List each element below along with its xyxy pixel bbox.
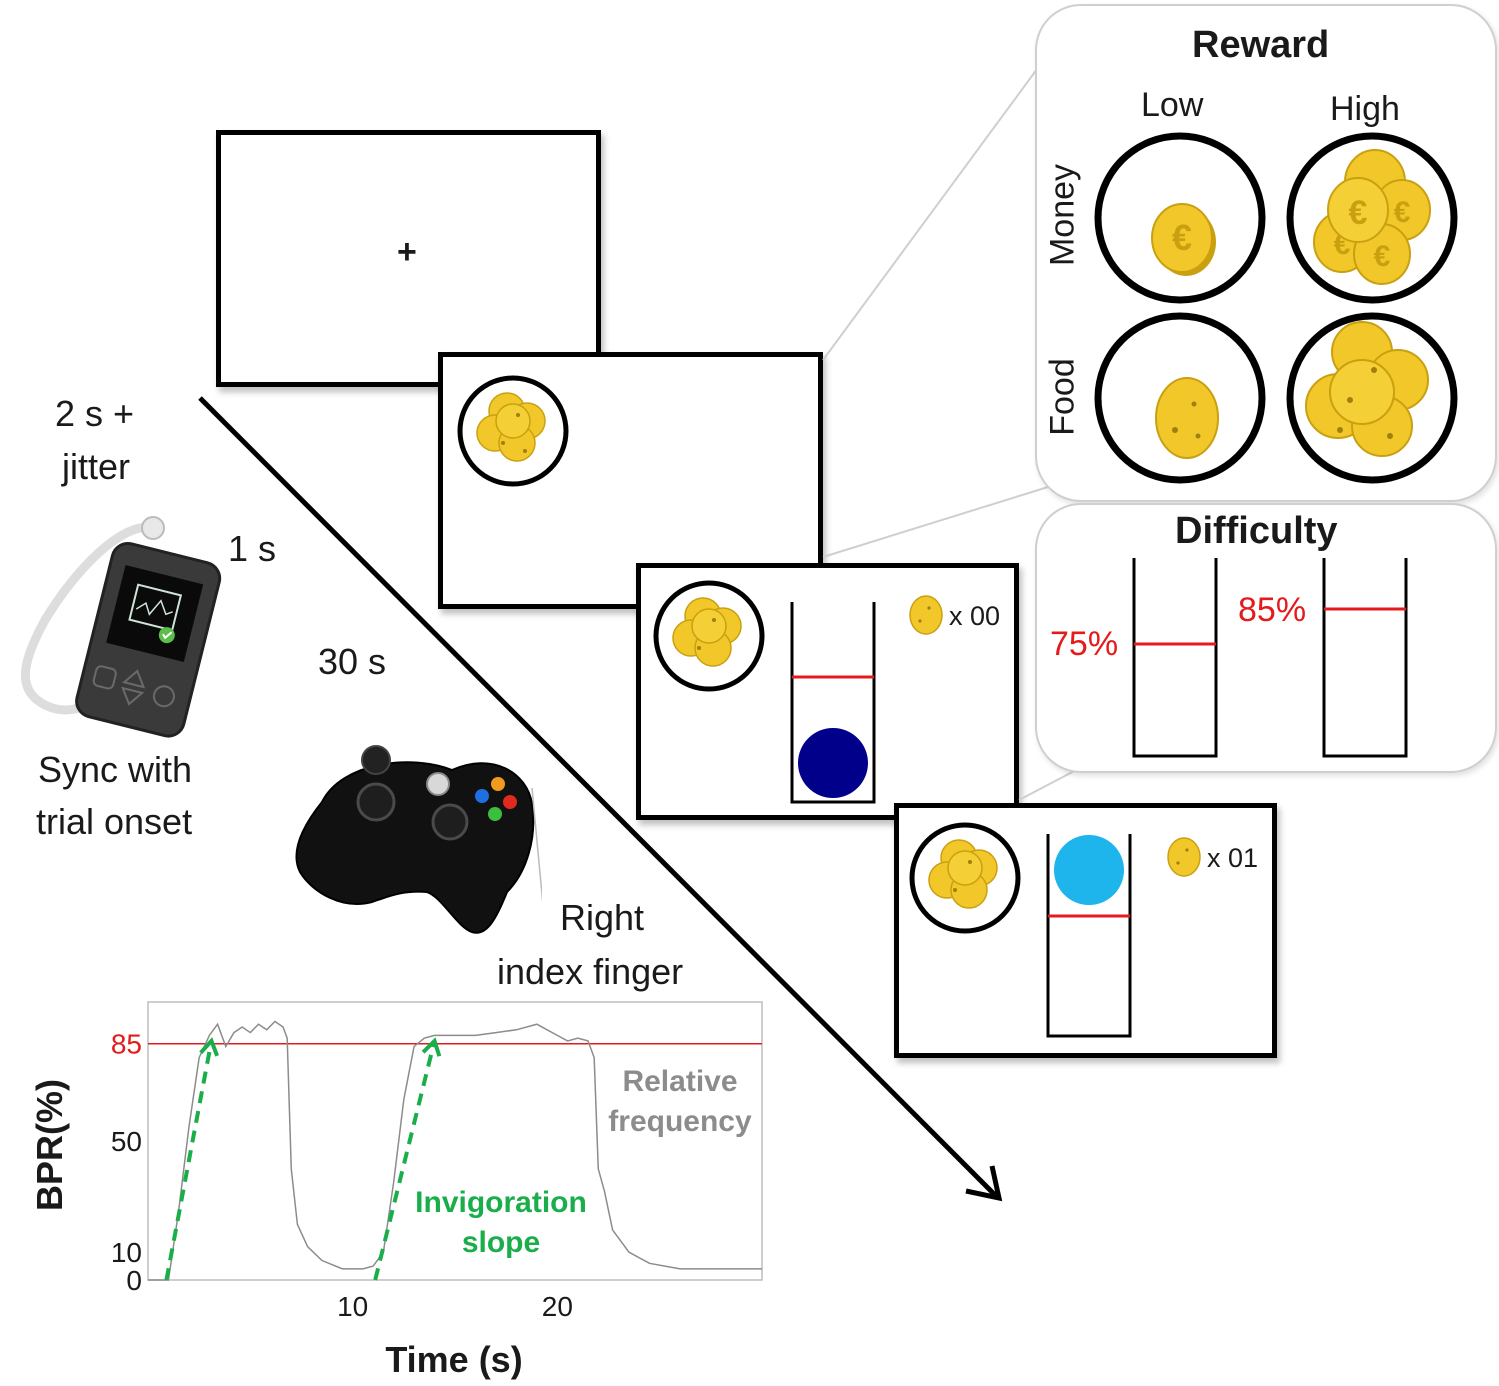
game-controller-icon — [295, 745, 542, 934]
coins-many-icon: € € € € — [1286, 132, 1458, 304]
finger-label-line1: Right — [560, 897, 645, 938]
relative-frequency-label: Relative — [622, 1065, 737, 1098]
cookie-cue-icon — [457, 375, 569, 487]
slope-arrow-line — [373, 1040, 437, 1281]
x-tick-label: 10 — [337, 1291, 368, 1322]
svg-text:€: € — [1349, 194, 1368, 232]
reward-col-low: Low — [1141, 86, 1204, 124]
difficulty-gauges — [1132, 558, 1408, 758]
y-tick-label: 85 — [111, 1029, 142, 1060]
effort-ball — [1054, 835, 1124, 905]
sync-device-icon — [20, 516, 222, 738]
slope-arrow-head — [421, 1037, 442, 1057]
svg-text:€: € — [1172, 217, 1192, 258]
sync-label-line2: trial onset — [36, 801, 193, 842]
effort-gauge — [1046, 834, 1132, 1038]
effort-duration-label: 30 s — [318, 641, 387, 682]
y-tick-label: 0 — [126, 1265, 142, 1296]
effort-screen-start: x 00 — [636, 563, 1019, 820]
fixation-screen: + — [216, 130, 601, 387]
difficulty-level-75: 75% — [1050, 625, 1119, 663]
effort-ball — [798, 728, 868, 798]
y-axis-label: BPR(%) — [29, 1079, 70, 1211]
difficulty-level-85: 85% — [1238, 591, 1307, 629]
reward-counter: x 01 — [1207, 843, 1259, 873]
effort-gauge — [790, 602, 876, 804]
invigoration-arrows — [164, 1037, 442, 1281]
cue-duration-label: 1 s — [228, 528, 277, 569]
bpr-series-line — [148, 1020, 762, 1281]
y-tick-label: 10 — [111, 1237, 142, 1268]
difficulty-panel — [1035, 503, 1497, 773]
cookie-cue-icon — [653, 580, 765, 692]
cookie-single-icon — [1094, 312, 1266, 484]
sync-label-line1: Sync with — [38, 749, 193, 790]
cookie-counter-icon — [1167, 837, 1201, 877]
invigoration-slope-label: Invigoration — [415, 1186, 587, 1219]
chart-series — [148, 1020, 762, 1281]
cookie-counter-icon — [909, 595, 943, 635]
chart-axes — [147, 1001, 763, 1281]
fixation-cross: + — [397, 233, 417, 271]
slope-arrow-head — [199, 1037, 220, 1057]
reward-row-money: Money — [1043, 163, 1082, 267]
difficulty-panel-title: Difficulty — [1175, 510, 1338, 552]
cookies-many-icon — [1286, 312, 1458, 484]
reward-col-high: High — [1330, 90, 1400, 128]
reward-panel-title: Reward — [1192, 24, 1330, 66]
fixation-jitter-label: jitter — [62, 446, 131, 487]
invigoration-slope-label: slope — [462, 1226, 540, 1259]
x-axis-label: Time (s) — [385, 1339, 522, 1380]
y-tick-label: 50 — [111, 1126, 142, 1157]
effort-screen-end: x 01 — [894, 803, 1277, 1058]
fixation-duration-label: 2 s + — [55, 393, 135, 434]
svg-text:€: € — [1374, 240, 1391, 273]
coin-single-icon: € — [1094, 132, 1266, 304]
relative-frequency-label: frequency — [608, 1105, 752, 1138]
reward-row-food: Food — [1043, 358, 1082, 436]
plot-frame — [147, 1001, 763, 1281]
x-tick-label: 20 — [542, 1291, 573, 1322]
reward-cue-screen — [438, 352, 823, 609]
svg-text:€: € — [1394, 196, 1411, 229]
reward-counter: x 00 — [949, 601, 1001, 631]
finger-label-line2: index finger — [497, 951, 684, 992]
cookie-cue-icon — [909, 822, 1021, 934]
reward-grid: € € € € € — [1094, 132, 1458, 484]
slope-arrow-line — [164, 1040, 214, 1281]
